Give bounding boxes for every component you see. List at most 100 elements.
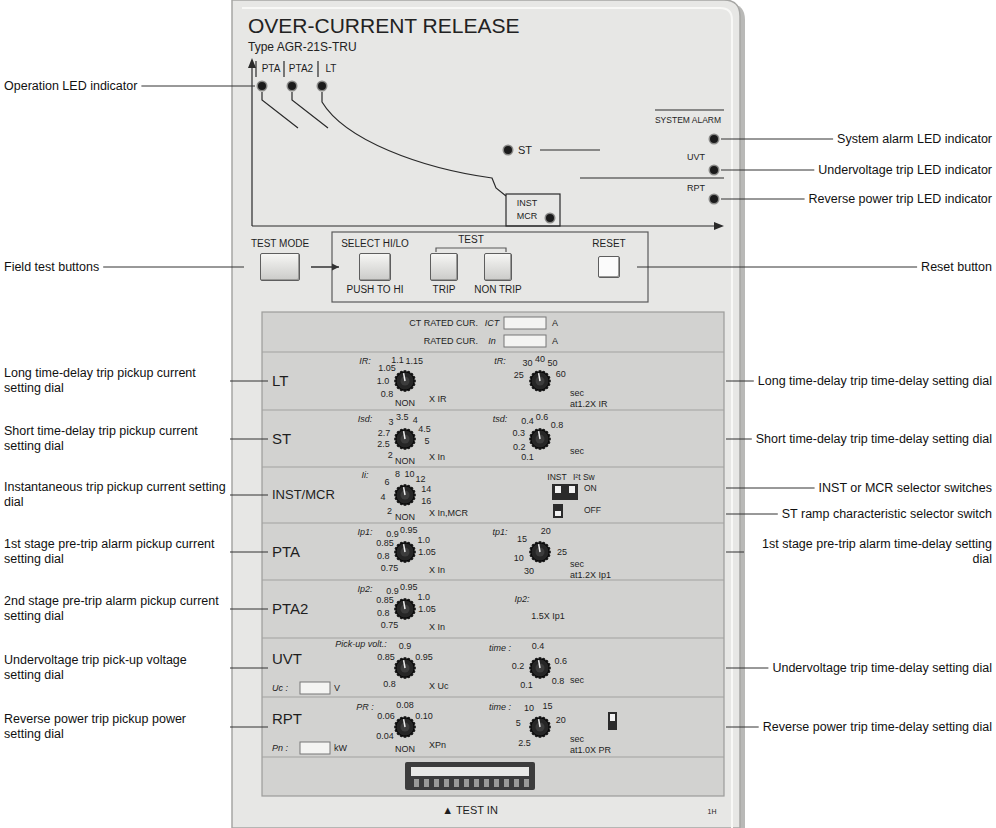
dial-scale-number: 10 bbox=[405, 469, 415, 479]
dial-legend: Pick-up volt.: bbox=[335, 639, 387, 649]
panel-marking: A bbox=[552, 336, 558, 346]
dial-legend: Ii: bbox=[361, 470, 368, 480]
dial-scale-number: 0.2 bbox=[513, 442, 526, 452]
led-indicator bbox=[546, 214, 554, 222]
dial-scale-number: 0.8 bbox=[377, 608, 390, 618]
panel-marking: PTA bbox=[272, 543, 300, 560]
test-connector bbox=[444, 779, 449, 787]
panel-marking: ST bbox=[272, 430, 291, 447]
axis-arrowhead bbox=[714, 222, 724, 230]
dial-scale-number: 1.0 bbox=[417, 535, 430, 545]
leader-line bbox=[726, 439, 752, 440]
dial-legend: time : bbox=[489, 702, 511, 712]
dial-scale-number: 5 bbox=[424, 436, 429, 446]
row-divider bbox=[262, 580, 724, 581]
test-button-frame bbox=[332, 232, 648, 302]
callout-label: Reverse power trip LED indicator bbox=[809, 192, 992, 207]
arrowhead bbox=[332, 264, 339, 271]
callout-label: Field test buttons bbox=[4, 260, 99, 275]
characteristic-curve bbox=[655, 109, 724, 110]
dial-knob bbox=[396, 543, 414, 561]
callout-label: System alarm LED indicator bbox=[837, 132, 992, 147]
dial-scale-number: 3.5 bbox=[396, 412, 409, 422]
callout-label: ST ramp characteristic selector switch bbox=[782, 507, 992, 522]
leader-line bbox=[726, 514, 778, 515]
panel-marking: V bbox=[334, 683, 340, 693]
settings-plate bbox=[262, 312, 724, 796]
dial-scale-number: 2.5 bbox=[518, 738, 531, 748]
callout-label: Long time-delay trip pickup current sett… bbox=[4, 366, 226, 396]
panel-marking: PTA2 bbox=[289, 63, 313, 75]
row-divider bbox=[262, 467, 724, 468]
dial-scale-number: 0.3 bbox=[512, 428, 525, 438]
dial-pointer bbox=[404, 373, 405, 381]
dial-legend: sec bbox=[570, 675, 584, 685]
dial-scale-number: 15 bbox=[542, 701, 552, 711]
button-face bbox=[359, 253, 391, 281]
dial-pointer bbox=[404, 601, 405, 609]
dial-legend: PR : bbox=[356, 702, 374, 712]
dial-scale-number: 0.8 bbox=[552, 676, 565, 686]
dial-legend: Ip2: bbox=[357, 584, 372, 594]
dial-knob bbox=[396, 430, 414, 448]
dial-legend: Ip1: bbox=[357, 527, 372, 537]
test-button-frame bbox=[436, 248, 506, 252]
value-box bbox=[504, 335, 546, 347]
panel-marking: INST bbox=[517, 198, 538, 208]
test-connector bbox=[524, 779, 529, 787]
dial-legend: tsd: bbox=[493, 414, 508, 424]
dial-scale-number: NON bbox=[395, 512, 415, 522]
leader-line bbox=[230, 381, 268, 382]
dial-scale-number: 0.9 bbox=[399, 641, 412, 651]
relay-housing bbox=[232, 0, 740, 828]
dial-pointer bbox=[404, 431, 405, 439]
dial-legend: at1.2X Ip1 bbox=[570, 570, 611, 580]
dial-legend: Isd: bbox=[358, 414, 373, 424]
panel-marking: RATED CUR. bbox=[424, 336, 478, 346]
button-label: RESET bbox=[592, 238, 625, 250]
callout-label: Undervoltage trip time-delay setting dia… bbox=[772, 661, 992, 676]
leader-line bbox=[637, 267, 917, 268]
dial-knob bbox=[531, 718, 549, 736]
dial-knob bbox=[531, 372, 549, 390]
led-indicator bbox=[710, 135, 718, 143]
callout-label: Reverse power trip time-delay setting di… bbox=[763, 720, 992, 735]
dial-scale-number: 2 bbox=[388, 450, 393, 460]
dial-legend: sec bbox=[570, 446, 584, 456]
panel-marking: Uc : bbox=[272, 683, 288, 693]
led-indicator bbox=[257, 81, 268, 92]
callout-label: Short time-delay trip time-delay setting… bbox=[756, 432, 992, 447]
selector-switch bbox=[552, 484, 617, 730]
dial-scale-number: 30 bbox=[524, 566, 534, 576]
led-indicator bbox=[503, 145, 514, 156]
dial-pointer bbox=[404, 660, 405, 668]
leader-line bbox=[726, 381, 754, 382]
dial-scale-number: 30 bbox=[522, 358, 532, 368]
dial-legend: sec bbox=[570, 388, 584, 398]
row-divider bbox=[262, 523, 724, 524]
dial-knob bbox=[396, 486, 414, 504]
callout-label: Short time-delay trip pickup current set… bbox=[4, 424, 226, 454]
led-indicator bbox=[288, 82, 296, 90]
dial-legend: time : bbox=[489, 643, 511, 653]
panel-marking: A bbox=[552, 318, 558, 328]
callout-label: 2nd stage pre-trip alarm pickup current … bbox=[4, 594, 226, 624]
panel-marking: INST bbox=[547, 473, 566, 483]
test-connector bbox=[405, 762, 535, 790]
test-connector bbox=[474, 779, 479, 787]
row-divider bbox=[262, 697, 724, 698]
dial-scale-number: 50 bbox=[548, 358, 558, 368]
dial-scale-number: 0.8 bbox=[383, 679, 396, 689]
callout-label: Reverse power trip pickup power setting … bbox=[4, 712, 226, 742]
selector-switch bbox=[608, 712, 617, 730]
dial-pointer bbox=[404, 487, 405, 495]
test-button-frame bbox=[332, 232, 648, 302]
dial-scale-number: 0.8 bbox=[381, 389, 394, 399]
dial-scale-number: 5 bbox=[516, 718, 521, 728]
dial-scale-number: 40 bbox=[535, 354, 545, 364]
dial-scale-number: 0.04 bbox=[376, 731, 394, 741]
leader-line bbox=[721, 139, 833, 140]
panel-marking: INST/MCR bbox=[272, 488, 335, 503]
dial-scale-number: 3 bbox=[388, 417, 393, 427]
dial-scale-number: 2 bbox=[387, 506, 392, 516]
